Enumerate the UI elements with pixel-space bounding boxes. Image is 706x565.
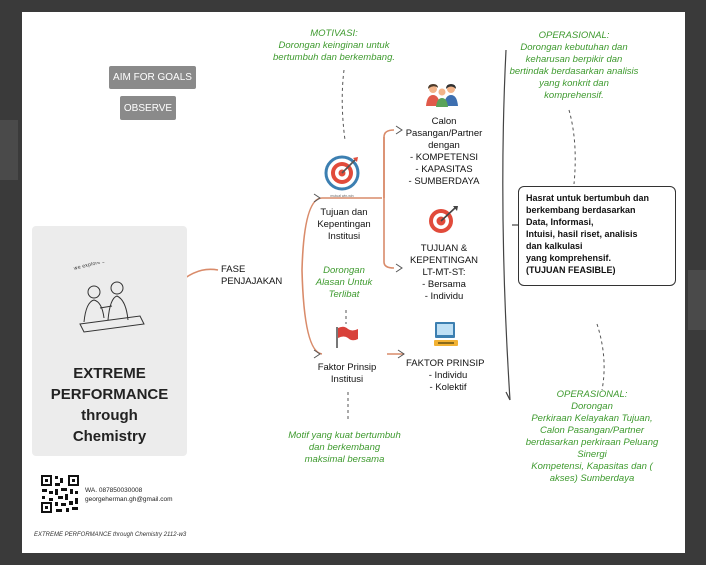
operasional-top-line: Dorongan kebutuhan dan xyxy=(520,42,628,53)
faktor-line: Institusi xyxy=(330,374,364,385)
tujuan-line: Kepentingan xyxy=(317,219,371,230)
background-panel-right xyxy=(688,270,706,330)
faktor-prinsip-institusi-node: Faktor Prinsip Institusi xyxy=(302,362,392,386)
operasional-bottom-line: Kompetensi, Kapasitas dan ( xyxy=(531,461,653,472)
footer-caption: EXTREME PERFORMANCE through Chemistry 21… xyxy=(34,532,187,538)
title-card: we explore our effortless chemistry EXTR… xyxy=(32,226,187,456)
dartboard-icon xyxy=(429,206,458,233)
motivasi-line: bertumbuh dan berkembang. xyxy=(273,52,395,63)
operasional-bottom-line: Dorongan xyxy=(571,401,613,412)
tujuan-kep-line: KEPENTINGAN xyxy=(409,255,479,266)
tujuan-kep-line: TUJUAN & xyxy=(420,243,468,254)
aim-for-goals-button[interactable]: AIM FOR GOALS xyxy=(109,66,196,89)
motivasi-line: MOTIVASI: xyxy=(310,28,358,39)
tujuan-kepentingan-node: TUJUAN & KEPENTINGAN LT-MT-ST: - Bersama… xyxy=(394,243,494,303)
computer-icon xyxy=(434,322,458,346)
contact-wa: WA. 087850030008 xyxy=(85,487,143,494)
calon-line: - KOMPETENSI xyxy=(409,152,479,163)
fase-line: PENJAJAKAN xyxy=(221,276,283,287)
alasan-line: Terlibat xyxy=(328,289,360,300)
operasional-bottom-line: Calon Pasangan/Partner xyxy=(539,425,645,436)
hasrat-line: dan kalkulasi xyxy=(526,241,583,251)
tujuan-line: Institusi xyxy=(327,231,361,242)
operasional-bottom-line: OPERASIONAL: xyxy=(556,389,628,400)
people-icon xyxy=(426,84,458,107)
connector-lines xyxy=(184,49,605,422)
motivasi-note: MOTIVASI: Dorongan keinginan untuk bertu… xyxy=(244,28,424,64)
hasrat-box: Hasrat untuk bertumbuh dan berkembang be… xyxy=(518,186,676,286)
card-title-line: through xyxy=(81,407,138,424)
operasional-top-line: bertindak berdasarkan analisis xyxy=(509,66,639,77)
tujuan-line: Tujuan dan xyxy=(320,207,368,218)
hasrat-line: (TUJUAN FEASIBLE) xyxy=(526,265,616,275)
calon-line: Pasangan/Partner xyxy=(405,128,483,139)
calon-line: - KAPASITAS xyxy=(415,164,473,175)
alasan-line: Alasan Untuk xyxy=(315,277,373,288)
hasrat-line: Hasrat untuk bertumbuh dan xyxy=(526,193,650,203)
qr-code-icon xyxy=(40,474,80,514)
operasional-bottom-note: OPERASIONAL: Dorongan Perkiraan Kelayaka… xyxy=(502,389,682,485)
operasional-top-line: yang konkrit dan xyxy=(539,78,609,89)
hasrat-line: yang komprehensif. xyxy=(526,253,612,263)
motif-line: Motif yang kuat bertumbuh xyxy=(288,430,401,441)
motif-line: dan berkembang xyxy=(308,442,381,453)
alasan-note: Dorongan Alasan Untuk Terlibat xyxy=(304,265,384,301)
motif-note: Motif yang kuat bertumbuh dan berkembang… xyxy=(262,430,427,466)
tujuan-kep-line: LT-MT-ST: xyxy=(422,267,466,278)
alasan-line: Dorongan xyxy=(323,265,365,276)
card-title-line: PERFORMANCE xyxy=(50,386,169,403)
operasional-top-line: OPERASIONAL: xyxy=(538,30,610,41)
contact-email: georgeherman.gh@gmail.com xyxy=(85,496,173,503)
faktor-line: Faktor Prinsip xyxy=(317,362,377,373)
tujuan-kep-line: - Individu xyxy=(424,291,464,302)
calon-line: Calon xyxy=(431,116,457,127)
tujuan-institusi-node: Tujuan dan Kepentingan Institusi xyxy=(304,207,384,243)
motif-line: maksimal bersama xyxy=(304,454,385,465)
calon-partner-node: Calon Pasangan/Partner dengan - KOMPETEN… xyxy=(394,116,494,188)
operasional-top-line: komprehensif. xyxy=(544,90,604,101)
faktor-prinsip-line: - Kolektif xyxy=(429,382,467,393)
operasional-bottom-line: berdasarkan perkiraan Peluang xyxy=(525,437,659,448)
operasional-bottom-line: Perkiraan Kelayakan Tujuan, xyxy=(531,413,653,424)
hasrat-line: Data, Informasi, xyxy=(526,217,594,227)
background-panel-left xyxy=(0,120,18,180)
mindmap-slide: AIM FOR GOALS OBSERVE we explore our eff… xyxy=(22,12,685,553)
sketch-caption: we explore our effortless chemistry xyxy=(73,262,152,272)
faktor-prinsip-node: FAKTOR PRINSIP - Individu - Kolektif xyxy=(398,358,498,394)
hasrat-line: berkembang berdasarkan xyxy=(526,205,636,215)
card-title-line: Chemistry xyxy=(72,428,147,445)
calon-line: - SUMBERDAYA xyxy=(408,176,480,187)
hasrat-line: Intuisi, hasil riset, analisis xyxy=(526,229,638,239)
operasional-bottom-line: Sinergi xyxy=(577,449,607,460)
card-title-line: EXTREME xyxy=(73,365,146,382)
tujuan-kep-line: - Bersama xyxy=(422,279,466,290)
fase-line: FASE xyxy=(221,264,246,275)
operasional-top-note: OPERASIONAL: Dorongan kebutuhan dan keha… xyxy=(490,30,658,102)
operasional-bottom-line: akses) Sumberdaya xyxy=(549,473,635,484)
motivasi-line: Dorongan keinginan untuk xyxy=(278,40,390,51)
calon-line: dengan xyxy=(428,140,460,151)
target-icon-caption: mutual win-win xyxy=(330,194,354,198)
observe-button[interactable]: OBSERVE xyxy=(120,96,176,120)
operasional-top-line: keharusan berpikir dan xyxy=(525,54,623,65)
chemistry-sketch-icon: we explore our effortless chemistry xyxy=(73,262,152,333)
target-icon xyxy=(324,155,360,191)
flag-icon xyxy=(336,326,358,348)
faktor-prinsip-line: FAKTOR PRINSIP xyxy=(406,358,485,369)
card-title: EXTREME PERFORMANCE through Chemistry xyxy=(32,363,187,447)
fase-penjajakan-label: FASE PENJAJAKAN xyxy=(221,264,282,288)
faktor-prinsip-line: - Individu xyxy=(428,370,468,381)
